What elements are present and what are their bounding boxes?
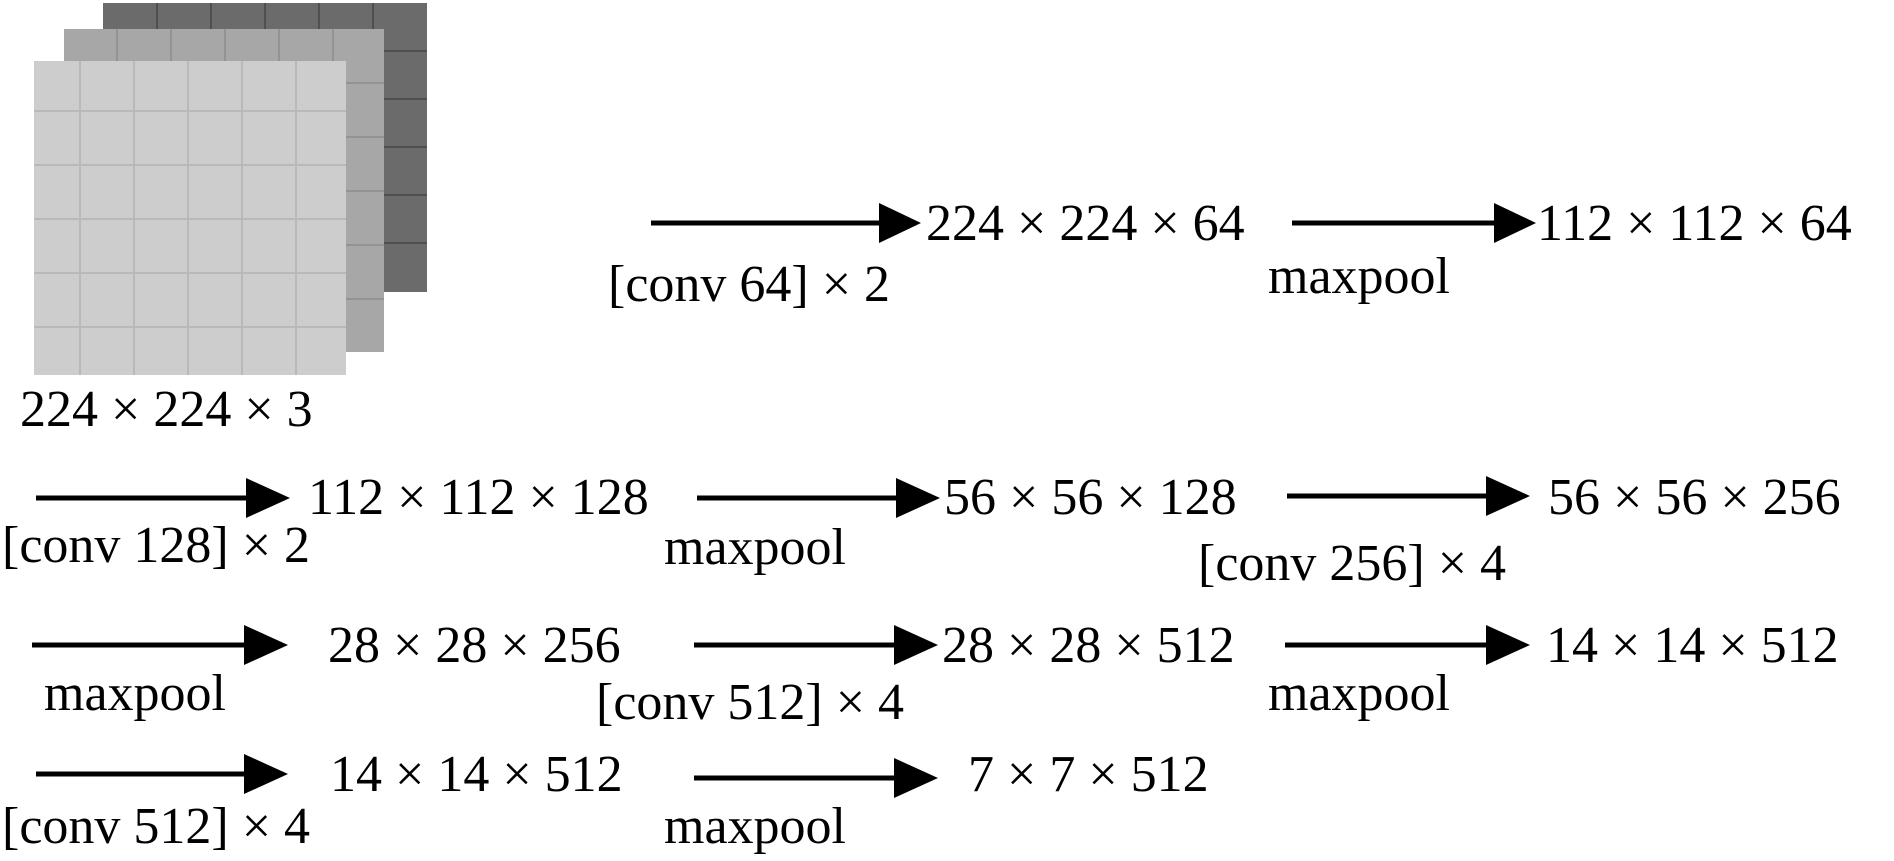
row3-node1: 28 × 28 × 256 (328, 617, 621, 674)
arrow-row3-conv512 (694, 625, 938, 665)
row3-arrow1-label: maxpool (44, 665, 226, 722)
arrow-row1-conv64 (651, 203, 921, 243)
input-volume (34, 3, 427, 375)
row3-arrow2-label: [conv 512] × 4 (596, 674, 905, 731)
row3-node2: 28 × 28 × 512 (942, 617, 1235, 674)
arrow-row1-maxpool (1292, 203, 1536, 243)
row1-node2: 112 × 112 × 64 (1537, 195, 1852, 252)
row1-node1: 224 × 224 × 64 (926, 195, 1245, 252)
row4-arrow1-label: [conv 512] × 4 (2, 798, 311, 855)
row2-arrow3-label: [conv 256] × 4 (1198, 535, 1507, 592)
row2-arrow1-label: [conv 128] × 2 (2, 517, 311, 574)
row2-arrow2-label: maxpool (664, 519, 846, 576)
row2-node3: 56 × 56 × 256 (1548, 469, 1841, 526)
input-shape-label: 224 × 224 × 3 (20, 381, 313, 438)
row2-node1: 112 × 112 × 128 (308, 469, 649, 526)
arrow-row2-maxpool (697, 478, 940, 518)
row3-arrow3-label: maxpool (1268, 665, 1450, 722)
row3-node3: 14 × 14 × 512 (1546, 617, 1839, 674)
front-layer-grid (34, 61, 346, 375)
arrow-row2-conv256 (1287, 476, 1530, 516)
row4-node2: 7 × 7 × 512 (968, 746, 1209, 803)
row1-arrow1-label: [conv 64] × 2 (608, 256, 891, 313)
arrow-row4-conv512 (36, 754, 288, 794)
arrow-row2-conv128 (36, 478, 290, 518)
arrows (32, 203, 1536, 798)
input-layer-front (34, 61, 346, 375)
arrow-row4-maxpool (694, 758, 938, 798)
row2-node2: 56 × 56 × 128 (944, 469, 1237, 526)
arrow-row3-maxpool (32, 625, 288, 665)
row4-arrow2-label: maxpool (664, 798, 846, 855)
row1-arrow2-label: maxpool (1268, 248, 1450, 305)
arrow-row3-maxpool-2 (1285, 625, 1530, 665)
row4-node1: 14 × 14 × 512 (330, 746, 623, 803)
